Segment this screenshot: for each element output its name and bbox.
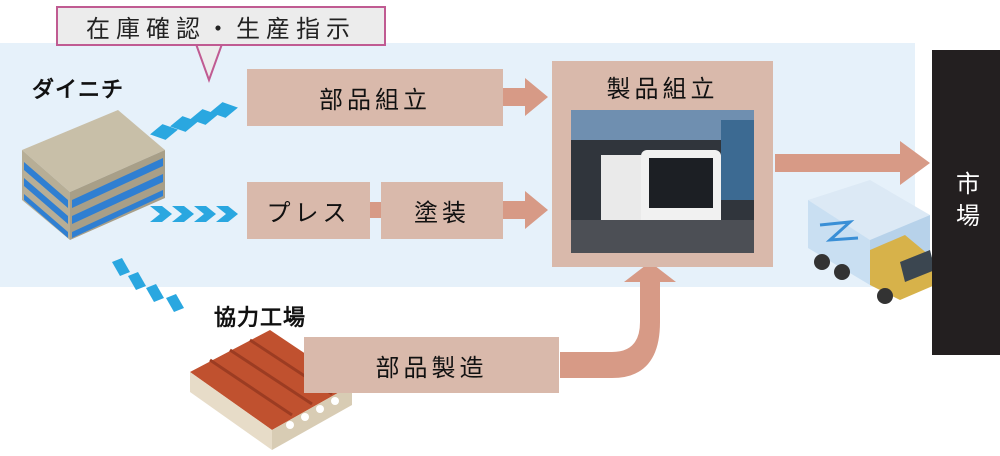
truck-icon (808, 180, 935, 304)
chevrons-to-parts-assembly (150, 102, 238, 140)
arrow-product-to-market (775, 141, 930, 185)
arrow-press-to-paint (370, 202, 382, 218)
arrow-paint-to-product (503, 191, 548, 229)
process-painting: 塗装 (381, 182, 503, 239)
assembly-line-photo (571, 110, 754, 253)
product-assembly-label: 製品組立 (606, 75, 719, 103)
company-name: ダイニチ (32, 78, 125, 103)
process-parts-manufacturing: 部品製造 (304, 337, 559, 393)
inventory-instruction-callout: 在庫確認・生産指示 (56, 6, 386, 46)
assembly-photo-illustration (571, 110, 754, 253)
process-parts-assembly: 部品組立 (247, 69, 503, 126)
chevrons-to-partner (112, 258, 184, 312)
building-icon (22, 110, 165, 240)
arrow-partsmfg-to-product (560, 262, 676, 378)
chevrons-to-press (150, 206, 238, 222)
factory-icon (190, 330, 352, 450)
process-press: プレス (247, 182, 370, 239)
callout-tail (195, 43, 223, 83)
partner-factory-name: 協力工場 (214, 306, 307, 331)
market-bar: 市場 (932, 50, 1000, 355)
arrow-parts-to-product (503, 78, 548, 116)
